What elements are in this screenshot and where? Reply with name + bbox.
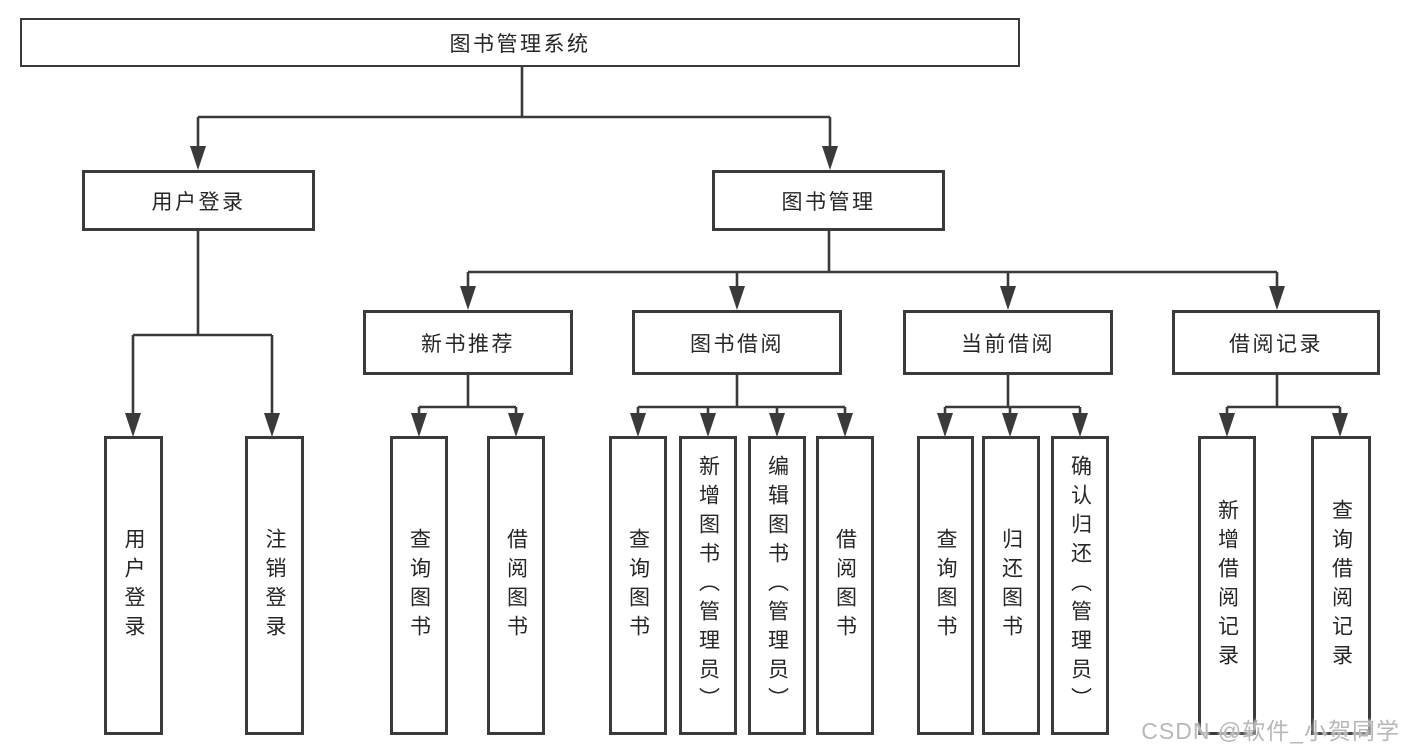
csdn-watermark: CSDN @软件_小贺同学 bbox=[1141, 718, 1400, 744]
arrowhead bbox=[822, 146, 838, 170]
leaf-add-books-admin: 新增图书（管理员） bbox=[679, 436, 737, 735]
leaf-query-borrow-record: 查询借阅记录 bbox=[1311, 436, 1371, 735]
arrowhead bbox=[1269, 286, 1285, 310]
edge-records-children bbox=[1225, 375, 1342, 416]
arrowhead bbox=[1332, 413, 1348, 437]
leaf-return-books: 归还图书 bbox=[982, 436, 1040, 735]
leaf-user-login: 用户登录 bbox=[104, 436, 163, 735]
arrowhead bbox=[125, 413, 141, 437]
leaf-label: 确认归还（管理员） bbox=[1068, 455, 1092, 716]
leaf-label: 查询图书 bbox=[407, 527, 431, 644]
leaf-label: 查询图书 bbox=[626, 527, 650, 644]
leaf-logout-login: 注销登录 bbox=[245, 436, 304, 735]
edge-book-mgmt-children bbox=[466, 230, 1279, 290]
leaf-label: 编辑图书（管理员） bbox=[765, 455, 789, 716]
arrowhead bbox=[1002, 413, 1018, 437]
node-borrow-records: 借阅记录 bbox=[1172, 310, 1380, 375]
leaf-label: 新增借阅记录 bbox=[1215, 498, 1239, 673]
leaf-label: 查询图书 bbox=[934, 527, 957, 644]
edge-root-to-level2 bbox=[196, 67, 832, 150]
arrowhead bbox=[190, 146, 206, 170]
node-book-management: 图书管理 bbox=[712, 170, 945, 231]
edge-recommend-children bbox=[417, 375, 518, 416]
node-book-borrow: 图书借阅 bbox=[632, 310, 842, 375]
arrowhead bbox=[837, 413, 853, 437]
arrowhead bbox=[460, 286, 476, 310]
leaf-query-books-borrow: 查询图书 bbox=[609, 436, 667, 735]
leaf-label: 借阅图书 bbox=[504, 527, 528, 644]
leaf-label: 新增图书（管理员） bbox=[696, 455, 720, 716]
arrowhead bbox=[1072, 413, 1088, 437]
arrowhead bbox=[700, 413, 716, 437]
node-current-borrow: 当前借阅 bbox=[903, 310, 1113, 375]
leaf-add-borrow-record: 新增借阅记录 bbox=[1198, 436, 1256, 735]
node-library-management-system: 图书管理系统 bbox=[20, 18, 1020, 67]
leaf-query-books-current: 查询图书 bbox=[917, 436, 974, 735]
edge-user-login-children bbox=[131, 231, 274, 416]
leaf-borrow-books: 借阅图书 bbox=[816, 436, 874, 735]
edge-current-children bbox=[943, 375, 1082, 416]
leaf-label: 借阅图书 bbox=[833, 527, 857, 644]
arrowhead bbox=[508, 413, 524, 437]
node-new-book-recommend: 新书推荐 bbox=[363, 310, 573, 375]
leaf-borrow-books-recommend: 借阅图书 bbox=[487, 436, 545, 735]
leaf-confirm-return-admin: 确认归还（管理员） bbox=[1051, 436, 1109, 735]
arrowhead bbox=[729, 286, 745, 310]
arrowhead bbox=[411, 413, 427, 437]
edge-borrow-children bbox=[636, 375, 847, 416]
leaf-edit-books-admin: 编辑图书（管理员） bbox=[748, 436, 806, 735]
arrowhead bbox=[769, 413, 785, 437]
leaf-label: 查询借阅记录 bbox=[1329, 498, 1353, 673]
leaf-label: 注销登录 bbox=[263, 527, 286, 644]
leaf-query-books-recommend: 查询图书 bbox=[390, 436, 448, 735]
arrowhead bbox=[937, 413, 953, 437]
arrowhead bbox=[1000, 286, 1016, 310]
arrowhead bbox=[630, 413, 646, 437]
arrowhead bbox=[264, 413, 280, 437]
leaf-label: 用户登录 bbox=[122, 527, 145, 644]
leaf-label: 归还图书 bbox=[999, 527, 1023, 644]
arrowhead bbox=[1219, 413, 1235, 437]
node-user-login: 用户登录 bbox=[82, 170, 315, 231]
